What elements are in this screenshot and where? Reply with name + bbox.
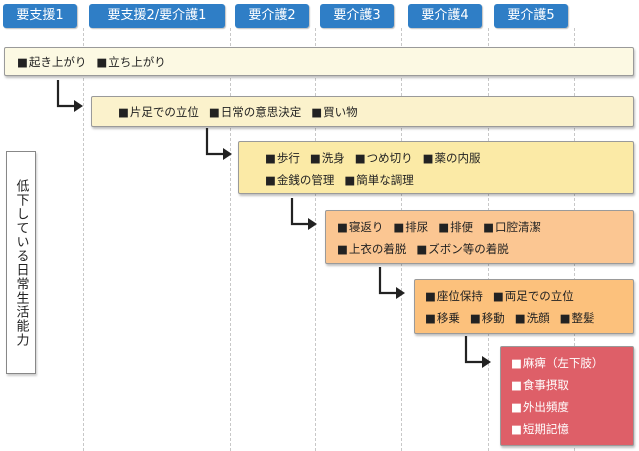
ability-item: 外出頻度 [511, 400, 569, 414]
stage-row: 移乗移動洗顔整髪 [425, 307, 633, 329]
ability-item: 整髪 [560, 311, 595, 325]
arrow-icon [378, 267, 405, 299]
header-tab-youkaigo5: 要介護5 [494, 4, 568, 28]
stage-row: 上衣の着脱ズボン等の着脱 [337, 238, 633, 260]
stage-box-1: 起き上がり立ち上がり [4, 47, 634, 76]
ability-item: 排便 [438, 220, 473, 234]
header-tab-youshien2-youkaigo1: 要支援2/要介護1 [89, 4, 225, 28]
ability-item: 洗顔 [515, 311, 550, 325]
ability-item: 日常の意思決定 [209, 105, 301, 119]
arrow-icon [205, 128, 232, 160]
ability-item: 歩行 [265, 151, 300, 165]
stage-box-3: 歩行洗身つめ切り薬の内服金銭の管理簡単な調理 [238, 141, 634, 194]
ability-item: 麻痺（左下肢） [511, 356, 603, 370]
stage-row: 外出頻度 [511, 396, 633, 418]
ability-item: 立ち上がり [96, 55, 165, 69]
column-divider [83, 28, 84, 451]
ability-item: 薬の内服 [423, 151, 481, 165]
stage-row: 短期記憶 [511, 418, 633, 440]
stage-row: 歩行洗身つめ切り薬の内服 [265, 147, 633, 169]
ability-item: 金銭の管理 [265, 173, 334, 187]
ability-item: 起き上がり [17, 55, 86, 69]
ability-item: 片足での立位 [118, 105, 199, 119]
header-tab-youkaigo3: 要介護3 [320, 4, 394, 28]
side-label: 低下している日常生活能力 [13, 178, 29, 347]
stage-row: 金銭の管理簡単な調理 [265, 169, 633, 191]
ability-item: 両足での立位 [493, 289, 574, 303]
ability-item: 簡単な調理 [344, 173, 413, 187]
header-tab-youkaigo2: 要介護2 [235, 4, 309, 28]
side-label-box: 低下している日常生活能力 [6, 151, 36, 374]
stage-box-5: 座位保持両足での立位移乗移動洗顔整髪 [414, 279, 634, 334]
stage-box-4: 寝返り排尿排便口腔清潔上衣の着脱ズボン等の着脱 [325, 210, 634, 264]
header-tab-youshien1: 要支援1 [3, 4, 77, 28]
ability-item: 食事摂取 [511, 378, 569, 392]
stage-row: 座位保持両足での立位 [425, 285, 633, 307]
column-divider [315, 28, 316, 451]
ability-item: 移動 [470, 311, 505, 325]
ability-item: 短期記憶 [511, 422, 569, 436]
ability-item: 買い物 [311, 105, 357, 119]
arrow-icon [464, 336, 491, 368]
column-divider [230, 28, 231, 451]
arrow-icon [56, 80, 83, 112]
stage-box-6: 麻痺（左下肢） 食事摂取外出頻度短期記憶 [500, 346, 634, 446]
arrow-icon [290, 198, 317, 230]
ability-item: 移乗 [425, 311, 460, 325]
ability-item: ズボン等の着脱 [416, 242, 508, 256]
stage-row: 麻痺（左下肢） [511, 352, 633, 374]
stage-row: 片足での立位日常の意思決定買い物 [118, 101, 633, 123]
stage-row: 起き上がり立ち上がり [17, 51, 633, 73]
stage-row: 寝返り排尿排便口腔清潔 [337, 216, 633, 238]
stage-row: 食事摂取 [511, 374, 633, 396]
ability-item: 排尿 [393, 220, 428, 234]
stage-box-2: 片足での立位日常の意思決定買い物 [91, 96, 634, 127]
ability-item: 寝返り [337, 220, 383, 234]
ability-item: 口腔清潔 [483, 220, 541, 234]
ability-item: 洗身 [310, 151, 345, 165]
ability-item: つめ切り [355, 151, 413, 165]
ability-item: 座位保持 [425, 289, 483, 303]
ability-item: 上衣の着脱 [337, 242, 406, 256]
header-tab-youkaigo4: 要介護4 [408, 4, 482, 28]
